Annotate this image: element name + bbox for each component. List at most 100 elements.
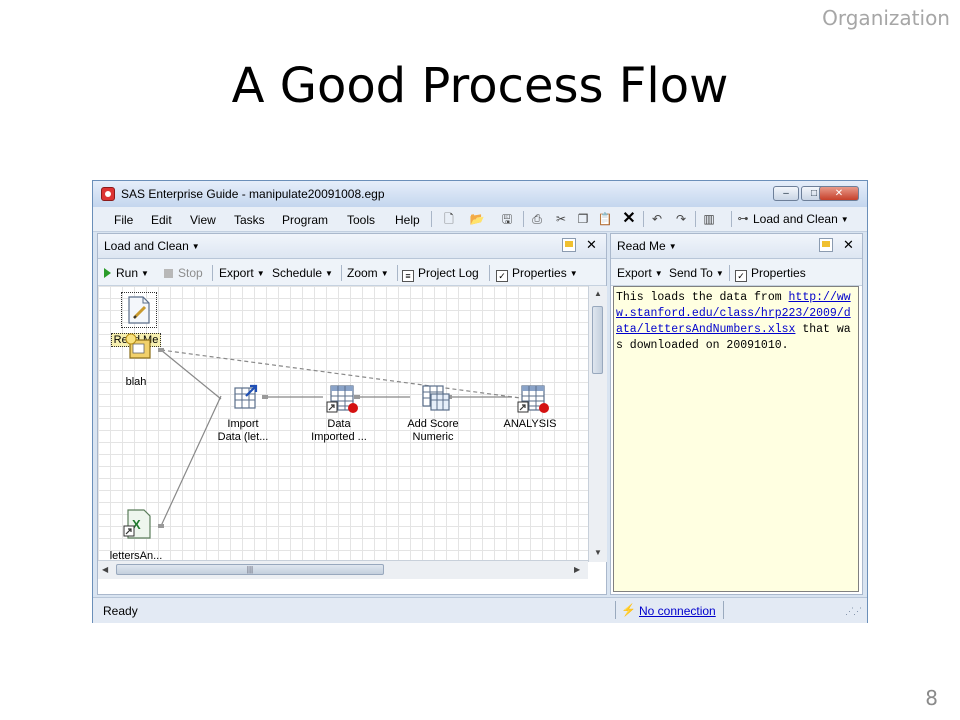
connection-link[interactable]: No connection xyxy=(639,604,716,618)
close-icon[interactable]: ✕ xyxy=(843,237,854,252)
properties-icon: ✓ xyxy=(496,270,508,282)
link-letters-to-import xyxy=(160,395,222,527)
pin-icon[interactable] xyxy=(562,238,576,252)
scroll-down-icon[interactable]: ▼ xyxy=(594,548,602,557)
send-to-label: Send To xyxy=(669,266,713,280)
chevron-down-icon: ▼ xyxy=(191,242,200,251)
read-me-tab[interactable]: Read Me▼ xyxy=(617,239,677,253)
menu-tools[interactable]: Tools xyxy=(347,213,376,227)
note-text-area[interactable]: This loads the data from http://www.stan… xyxy=(613,286,859,592)
horizontal-scrollbar[interactable]: ◀ ||| ▶ xyxy=(98,560,588,579)
chevron-down-icon: ▼ xyxy=(569,269,578,278)
import-data-icon xyxy=(229,382,259,414)
run-icon xyxy=(104,268,111,278)
menu-program[interactable]: Program xyxy=(282,213,329,227)
export-button[interactable]: Export▼ xyxy=(617,266,663,280)
menu-file[interactable]: File xyxy=(114,213,134,227)
export-label: Export xyxy=(617,266,652,280)
scroll-right-icon[interactable]: ▶ xyxy=(574,565,581,574)
vertical-scroll-thumb[interactable] xyxy=(592,306,603,374)
node-label-line: Import xyxy=(227,418,259,430)
close-button[interactable]: ✕ xyxy=(819,186,859,201)
menu-edit[interactable]: Edit xyxy=(151,213,172,227)
toolbar-separator xyxy=(695,211,696,227)
read-me-toolbar: Export▼ Send To▼ ✓Properties xyxy=(611,259,862,286)
note-link[interactable]: http://www.stanford.edu/class/hrp223/200… xyxy=(616,291,851,336)
toolbar-separator xyxy=(431,211,432,227)
node-label-line: Add Score xyxy=(407,418,459,430)
paste-icon[interactable]: 📋 xyxy=(597,212,613,226)
pin-icon[interactable] xyxy=(819,238,833,252)
new-icon[interactable]: 🗋 xyxy=(444,212,454,226)
toolbar-separator xyxy=(212,265,213,281)
send-to-button[interactable]: Send To▼ xyxy=(669,266,724,280)
project-dropdown[interactable]: Load and Clean▼ xyxy=(753,212,849,226)
chevron-down-icon: ▼ xyxy=(654,269,663,278)
toolbar-separator xyxy=(731,211,732,227)
toolbar-separator xyxy=(643,211,644,227)
slide-page-number: 8 xyxy=(925,686,938,710)
link-blah-to-import xyxy=(160,349,222,400)
vertical-scrollbar[interactable]: ▲ ▼ xyxy=(588,286,607,562)
scroll-left-icon[interactable]: ◀ xyxy=(102,565,109,574)
toolbar-separator xyxy=(729,265,730,281)
delete-icon[interactable]: ✕ xyxy=(622,210,636,227)
chevron-down-icon: ▼ xyxy=(325,269,333,278)
cut-icon[interactable]: ✂ xyxy=(555,212,567,226)
properties-button[interactable]: ✓ Properties▼ xyxy=(496,266,578,282)
zoom-button[interactable]: Zoom▼ xyxy=(347,266,389,280)
schedule-label: Schedule xyxy=(272,266,323,280)
run-button[interactable]: Run▼ xyxy=(104,266,149,280)
layout-icon[interactable]: ▥ xyxy=(703,212,715,226)
chevron-down-icon: ▼ xyxy=(715,269,724,278)
properties-button[interactable]: ✓Properties xyxy=(735,266,806,282)
log-icon: ≡ xyxy=(402,270,414,282)
redo-icon[interactable]: ↷ xyxy=(675,212,687,226)
process-flow-tab[interactable]: Load and Clean▼ xyxy=(104,239,200,253)
resize-grip-icon[interactable]: ⋰⋰ xyxy=(845,606,862,616)
status-bar: Ready ⚡ No connection ⋰⋰ xyxy=(93,597,867,623)
save-icon[interactable]: 🖫 xyxy=(501,212,513,226)
run-label: Run xyxy=(116,266,139,280)
scroll-up-icon[interactable]: ▲ xyxy=(594,289,602,298)
chevron-down-icon: ▼ xyxy=(256,269,265,278)
properties-label: Properties xyxy=(512,266,567,280)
status-divider xyxy=(723,601,724,619)
status-divider xyxy=(615,601,616,619)
sas-window: SAS Enterprise Guide - manipulate2009100… xyxy=(92,180,868,623)
status-text: Ready xyxy=(103,604,138,618)
project-log-button[interactable]: ≡Project Log xyxy=(402,266,479,282)
copy-icon[interactable]: ❐ xyxy=(577,212,589,226)
title-bar: SAS Enterprise Guide - manipulate2009100… xyxy=(93,181,867,207)
chevron-down-icon: ▼ xyxy=(380,269,389,278)
print-icon[interactable]: ⎙ xyxy=(532,212,542,226)
read-me-title: Read Me xyxy=(617,239,666,253)
node-label-line: Data (let... xyxy=(217,431,269,443)
horizontal-scroll-thumb[interactable]: ||| xyxy=(116,564,384,575)
menu-tasks[interactable]: Tasks xyxy=(234,213,265,227)
toolbar-separator xyxy=(397,265,398,281)
toolbar-separator xyxy=(523,211,524,227)
stop-button[interactable]: Stop xyxy=(164,266,203,280)
open-icon[interactable]: 📂 xyxy=(469,212,485,226)
note-text-after: that was downloaded on 20091010. xyxy=(616,323,851,352)
export-button[interactable]: Export▼ xyxy=(219,266,265,280)
schedule-button[interactable]: Schedule▼ xyxy=(272,266,333,280)
undo-icon[interactable]: ↶ xyxy=(651,212,663,226)
menu-view[interactable]: View xyxy=(190,213,216,227)
slide-title: A Good Process Flow xyxy=(231,58,729,114)
menu-help[interactable]: Help xyxy=(395,213,420,227)
process-flow-canvas[interactable]: Read Me blah X xyxy=(98,286,588,560)
process-flow-header: Load and Clean▼ ✕ xyxy=(98,234,606,259)
close-icon[interactable]: ✕ xyxy=(586,237,597,252)
chevron-down-icon: ▼ xyxy=(840,215,849,224)
port-marker xyxy=(262,395,268,399)
process-flow-toolbar: Run▼ Stop Export▼ Schedule▼ Zoom▼ ≡Proje… xyxy=(98,259,606,286)
minimize-button[interactable]: – xyxy=(773,186,799,201)
node-label-line: Numeric xyxy=(412,431,454,443)
window-title: SAS Enterprise Guide - manipulate2009100… xyxy=(121,187,385,201)
chevron-down-icon: ▼ xyxy=(141,269,149,278)
